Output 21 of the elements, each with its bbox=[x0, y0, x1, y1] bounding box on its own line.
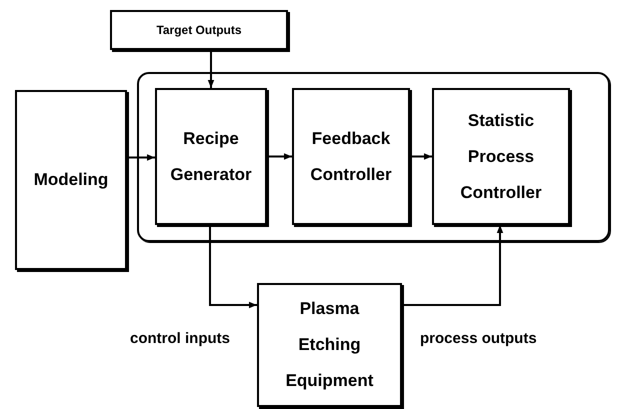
box-label: Recipe Generator bbox=[169, 128, 253, 186]
process-box bbox=[292, 88, 410, 225]
arrow bbox=[208, 50, 214, 88]
process-box bbox=[257, 283, 402, 407]
box-label: Target Outputs bbox=[156, 22, 242, 38]
signal-label: process outputs bbox=[420, 330, 537, 347]
group-frame bbox=[137, 72, 610, 242]
process-box bbox=[432, 88, 570, 225]
box-label: Modeling bbox=[34, 169, 108, 191]
arrow bbox=[402, 225, 504, 306]
arrow bbox=[410, 153, 432, 160]
box-label: Statistic Process Controller bbox=[459, 110, 543, 204]
arrow bbox=[127, 154, 155, 161]
process-box bbox=[155, 88, 267, 225]
process-box bbox=[15, 90, 127, 270]
box-label: Feedback Controller bbox=[309, 128, 393, 186]
signal-label: control inputs bbox=[130, 330, 230, 347]
arrow bbox=[267, 153, 292, 160]
arrow bbox=[209, 225, 257, 308]
process-box bbox=[110, 10, 288, 50]
box-label: Plasma Etching Equipment bbox=[284, 298, 374, 392]
